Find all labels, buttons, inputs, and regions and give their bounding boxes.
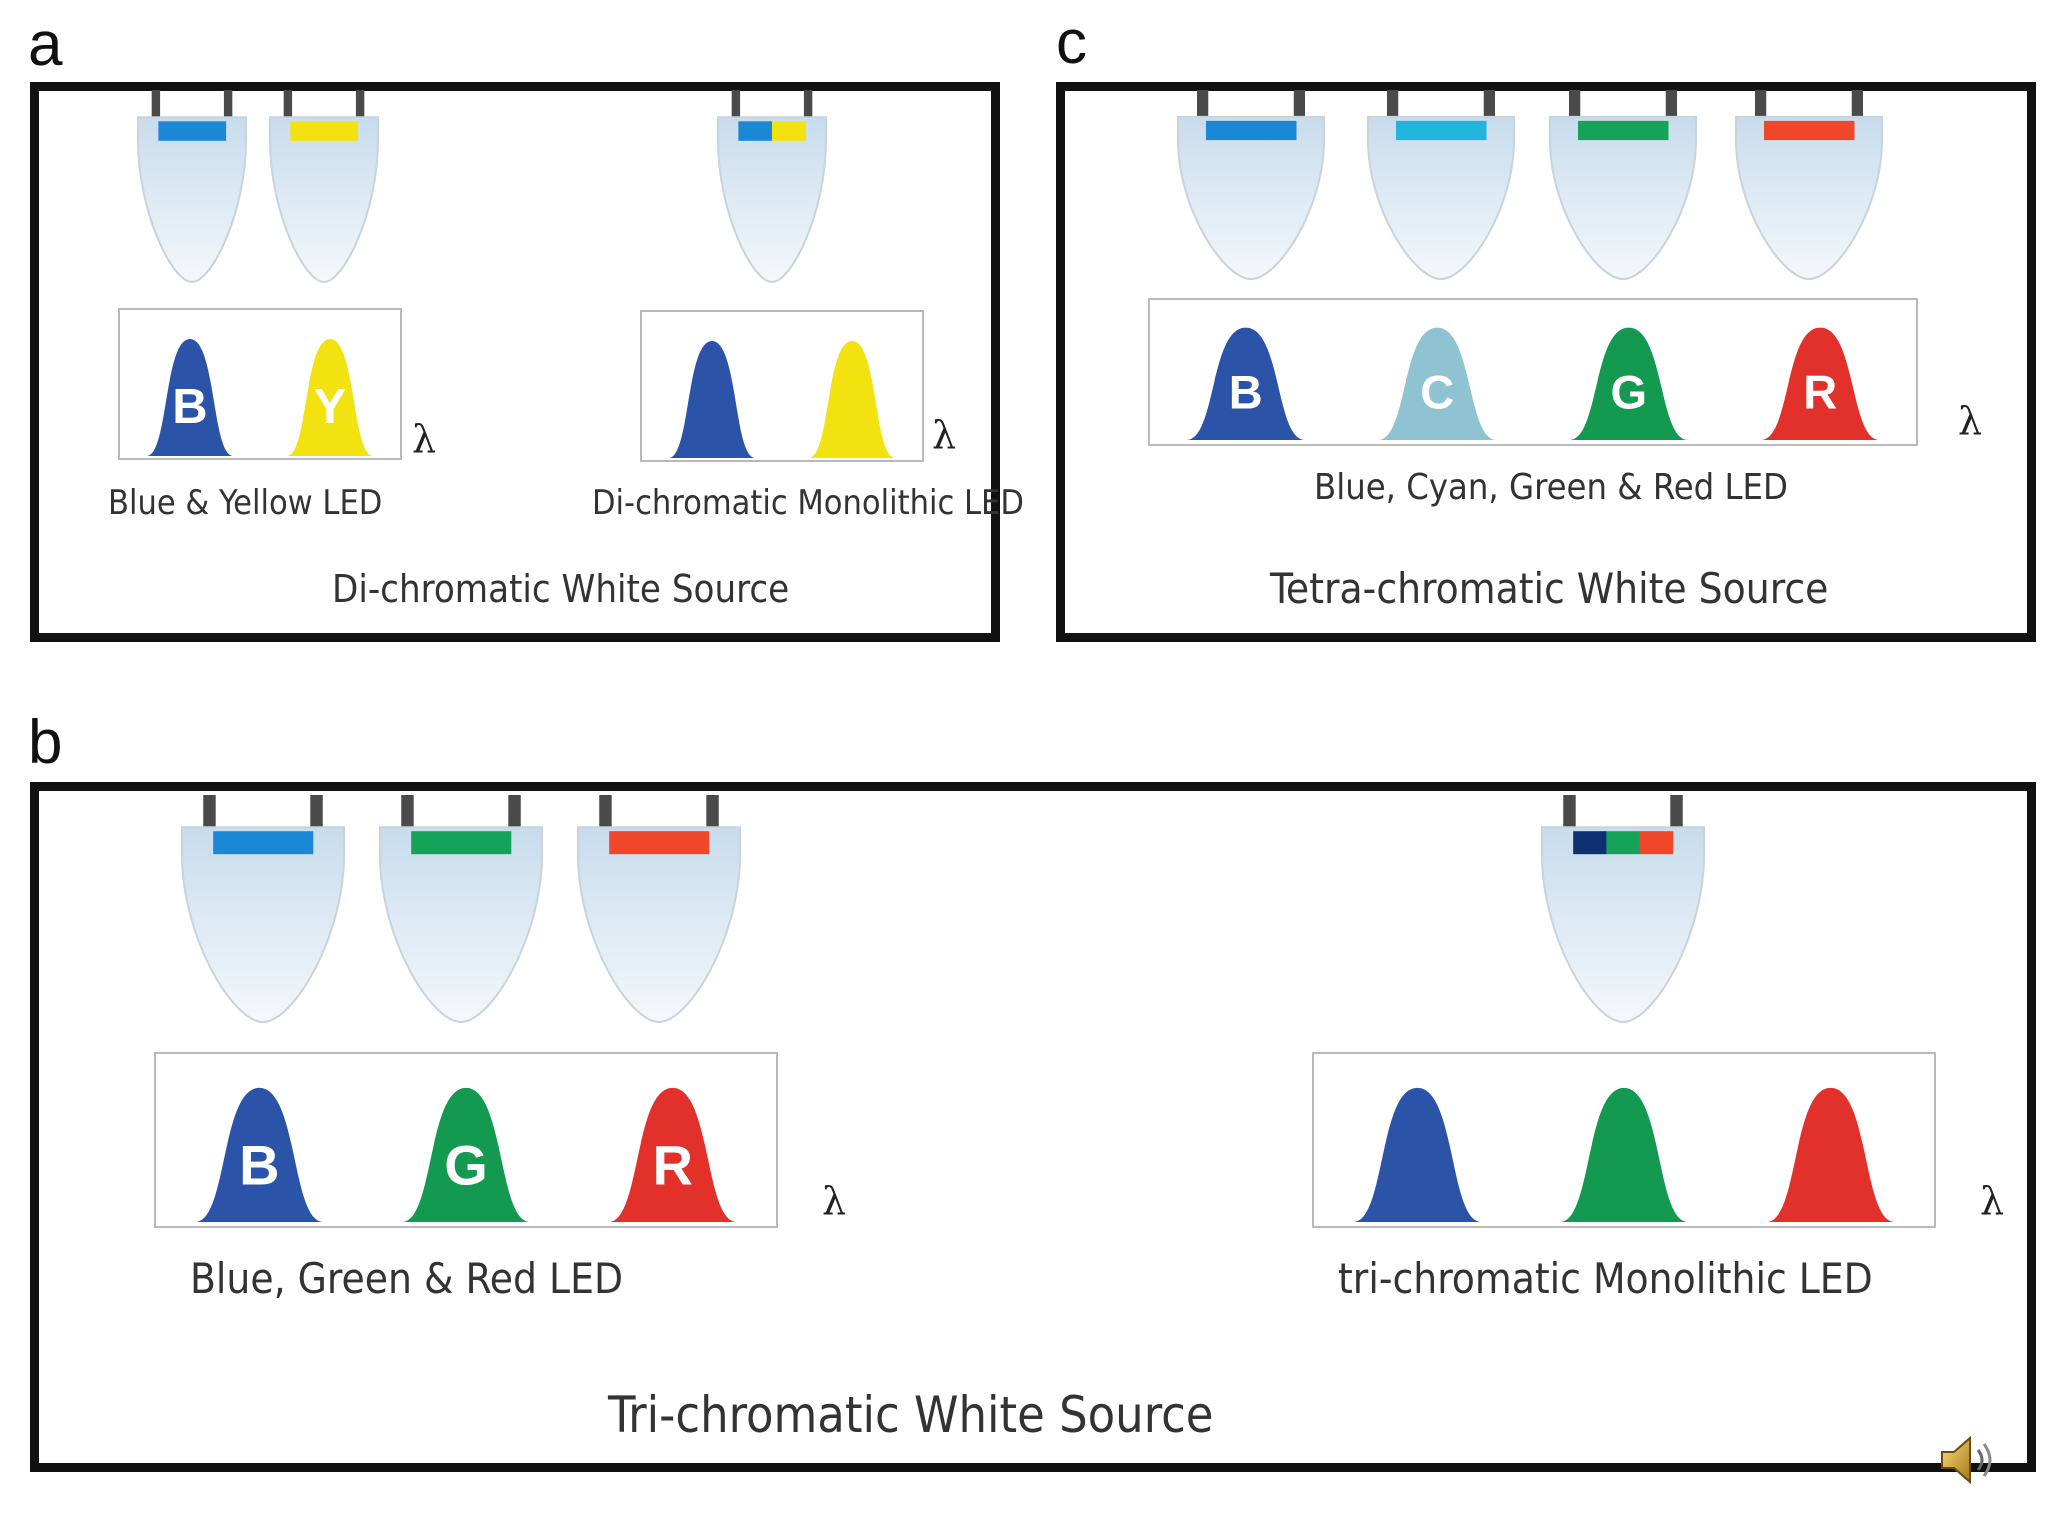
led-bulb-icon	[1540, 795, 1706, 1025]
caption-bcgr-led: Blue, Cyan, Green & Red LED	[1314, 467, 1788, 508]
led-bulb-icon	[1366, 90, 1516, 282]
led-bulb-icon	[136, 90, 248, 285]
spectrum-peak-red	[608, 1087, 737, 1222]
spectrum-peaks-a2	[668, 341, 896, 458]
spectrum-peak-label: C	[1420, 366, 1454, 419]
wavelength-axis-symbol: λ	[822, 1179, 847, 1223]
caption-dichromatic-monolithic-led: Di-chromatic Monolithic LED	[592, 483, 1024, 523]
spectrum-peak-label: R	[652, 1133, 692, 1196]
spectrum-peak-label: G	[444, 1133, 488, 1196]
spectrum-peak-label: B	[1229, 366, 1263, 419]
spectrum-peak-blue	[1186, 327, 1306, 440]
led-bulb-icon	[576, 795, 742, 1025]
spectrum-peak-blue	[668, 341, 756, 458]
spectrum-peak-cyan	[1377, 327, 1497, 440]
wavelength-axis-symbol: λ	[412, 417, 437, 461]
panel-b-letter: b	[28, 708, 63, 777]
spectrum-peak-yellow	[808, 341, 896, 458]
panel-b-title: Tri-chromatic White Source	[608, 1386, 1214, 1444]
spectrum-peak-blue	[195, 1087, 324, 1222]
spectrum-peak-label: Y	[314, 380, 347, 434]
led-bulb-icon	[378, 795, 544, 1025]
spectrum-peak-green	[1569, 327, 1689, 440]
spectrum-peak-label: G	[1610, 366, 1647, 419]
spectrum-peak-blue	[146, 339, 234, 456]
wavelength-axis-symbol: λ	[1980, 1179, 2005, 1223]
spectrum-peak-label: B	[172, 380, 207, 434]
caption-bgr-led: Blue, Green & Red LED	[190, 1254, 624, 1303]
speaker-icon[interactable]	[1938, 1430, 2004, 1490]
led-bulb-icon	[268, 90, 380, 285]
panel-c-title: Tetra-chromatic White Source	[1270, 564, 1829, 613]
spectrum-peak-green	[401, 1087, 531, 1222]
led-bulb-icon	[1548, 90, 1698, 282]
panel-a-title: Di-chromatic White Source	[332, 567, 790, 611]
panel-c-letter: c	[1056, 8, 1087, 77]
spectrum-peak-red	[1766, 1087, 1895, 1222]
spectrum-peak-blue	[1353, 1087, 1482, 1222]
panel-a-letter: a	[28, 10, 63, 79]
wavelength-axis-symbol: λ	[1958, 399, 1983, 443]
led-bulb-icon	[716, 90, 828, 285]
led-bulb-icon	[1176, 90, 1326, 282]
spectrum-peak-label: R	[1803, 366, 1837, 419]
led-bulb-icon	[1734, 90, 1884, 282]
caption-trichromatic-monolithic-led: tri-chromatic Monolithic LED	[1338, 1254, 1873, 1303]
spectrum-peak-red	[1760, 327, 1880, 440]
wavelength-axis-symbol: λ	[932, 413, 957, 457]
spectrum-peak-label: B	[239, 1133, 279, 1196]
spectrum-peak-green	[1559, 1087, 1689, 1222]
caption-blue-yellow-led: Blue & Yellow LED	[108, 483, 383, 523]
spectrum-peak-yellow	[286, 339, 374, 456]
led-bulb-icon	[180, 795, 346, 1025]
spectrum-peaks-b2	[1353, 1087, 1895, 1222]
